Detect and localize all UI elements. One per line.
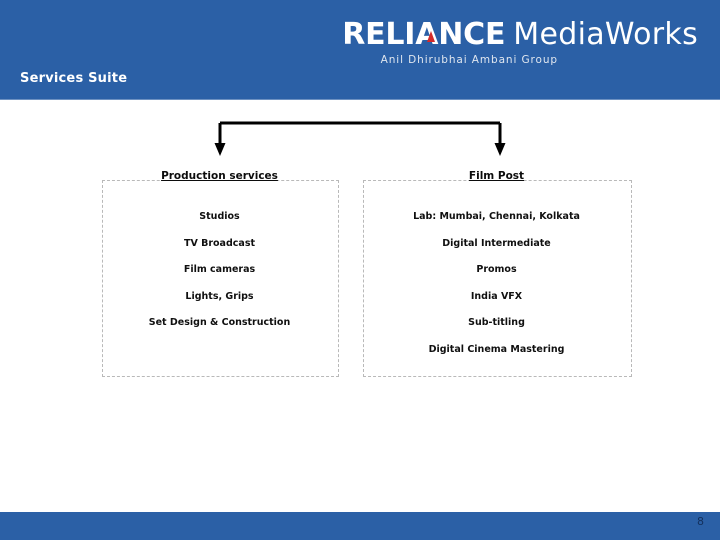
column-items-production: Studios TV Broadcast Film cameras Lights…: [102, 210, 337, 343]
column-box-film-post: [363, 180, 632, 377]
list-item: Studios: [199, 211, 240, 222]
list-item: India VFX: [470, 290, 523, 302]
column-heading-production: Production services: [161, 170, 278, 182]
connector-arrows: [214, 121, 506, 156]
list-item: Lab: Mumbai, Chennai, Kolkata: [413, 211, 580, 222]
page-title: Services Suite: [20, 71, 128, 86]
list-item: Film cameras: [183, 264, 256, 275]
brand-secondary-text: MediaWorks: [513, 17, 698, 52]
column-heading-film-post: Film Post: [468, 170, 525, 182]
column-items-film-post: Lab: Mumbai, Chennai, Kolkata Digital In…: [363, 210, 630, 369]
list-item: TV Broadcast: [183, 237, 256, 249]
list-item: Digital Cinema Mastering: [428, 343, 565, 355]
list-item: Lights, Grips: [185, 290, 254, 302]
brand-tagline: Anil Dhirubhai Ambani Group: [380, 54, 558, 66]
list-item: Digital Intermediate: [442, 237, 551, 249]
page-number: 8: [697, 515, 704, 528]
list-item: Set Design & Construction: [148, 317, 291, 328]
column-box-production: [102, 180, 339, 377]
slide-body: Production services Film Post Studios TV…: [0, 100, 720, 512]
list-item: Promos: [476, 264, 517, 275]
brand-primary-text: RELIANCE: [342, 17, 506, 52]
footer-band: [0, 512, 720, 540]
list-item: Sub-titling: [468, 317, 525, 328]
flame-icon: [427, 31, 436, 43]
